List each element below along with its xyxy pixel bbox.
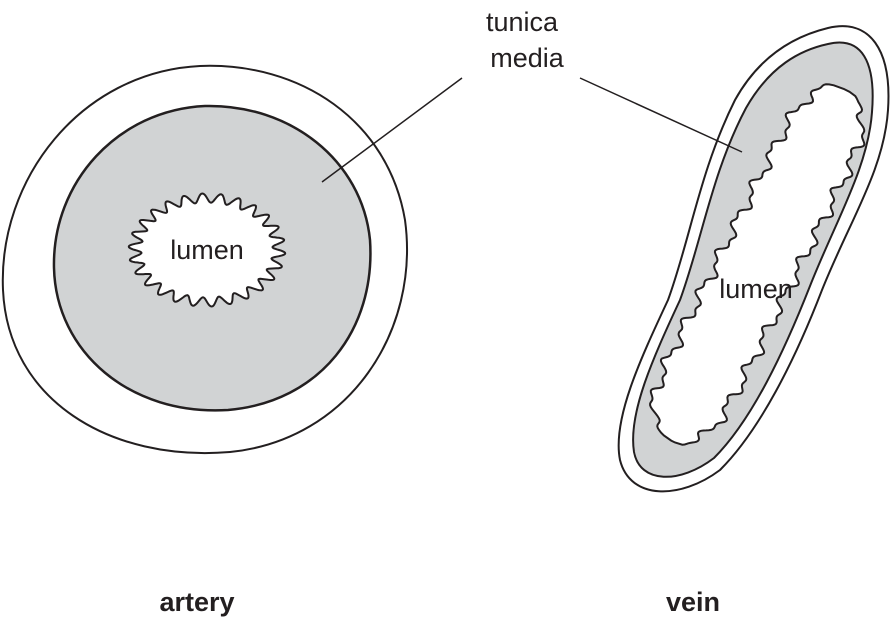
artery-caption: artery xyxy=(159,587,234,617)
vein-cross-section xyxy=(619,26,889,491)
artery-lumen-label: lumen xyxy=(170,235,244,265)
tunica-media-leader-vein xyxy=(580,78,742,152)
vein-caption: vein xyxy=(666,587,720,617)
vein-lumen-label: lumen xyxy=(719,274,793,304)
tunica-media-label-line1: tunica xyxy=(486,7,559,37)
tunica-media-label-line2: media xyxy=(490,43,565,73)
